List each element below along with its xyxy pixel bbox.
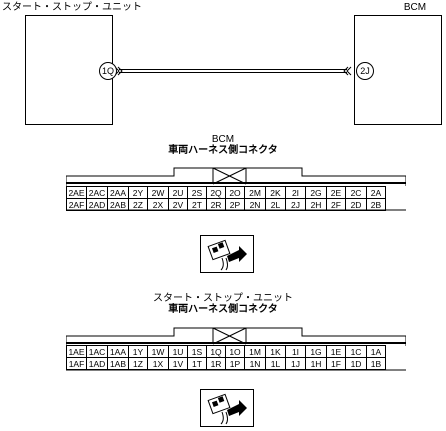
pin: 1Q [206,345,226,358]
pin: 2F [326,198,346,211]
pin: 1S [187,345,207,358]
pin: 1B [366,357,386,370]
pin: 1Z [128,357,148,370]
pin: 1M [244,345,266,358]
pin: 2AD [86,198,108,211]
pin: 1I [285,345,306,358]
pin: 2S [187,186,207,199]
pin: 2AF [66,198,87,211]
pin: 2E [326,186,346,199]
pin: 2G [305,186,327,199]
pin: 1AD [86,357,108,370]
pin: 1X [147,357,169,370]
ssu-connector-row-1: 1AE 1AC 1AA 1Y 1W 1U 1S 1Q 1O 1M 1K 1I 1… [66,345,386,358]
pin: 2X [147,198,169,211]
bcm-connector-grid: 2AE 2AC 2AA 2Y 2W 2U 2S 2Q 2O 2M 2K 2I 2… [66,186,386,211]
pin: 1W [147,345,169,358]
pin: 2C [345,186,367,199]
right-unit-label: BCM [403,2,427,13]
pin: 1K [265,345,286,358]
pin: 1E [326,345,346,358]
connector-probe-icon [200,389,254,427]
ssu-connector-title: スタート・ストップ・ユニット 車両ハーネス側コネクタ [0,293,446,315]
bcm-connector-title-line2: 車両ハーネス側コネクタ [168,145,278,156]
pin: 2P [225,198,245,211]
pin: 2M [244,186,266,199]
pin: 1AC [86,345,108,358]
pin: 2T [187,198,207,211]
pin: 2AE [66,186,87,199]
connector-probe-icon [200,235,254,273]
pin: 2AA [107,186,129,199]
pin: 2AC [86,186,108,199]
bcm-connector-title-line1: BCM [211,134,235,145]
terminal-1q: 1Q [99,62,117,80]
pin: 1AA [107,345,129,358]
pin: 1U [168,345,188,358]
ssu-connector-housing [66,327,406,371]
pin: 2A [366,186,386,199]
pin: 2Z [128,198,148,211]
bcm-connector-row-1: 2AE 2AC 2AA 2Y 2W 2U 2S 2Q 2O 2M 2K 2I 2… [66,186,386,199]
ssu-connector-title-line2: 車両ハーネス側コネクタ [168,304,278,315]
start-stop-unit-box [25,15,113,125]
harness-wire [114,66,352,76]
ssu-connector-row-2: 1AF 1AD 1AB 1Z 1X 1V 1T 1R 1P 1N 1L 1J 1… [66,357,386,370]
pin: 1AF [66,357,87,370]
pin: 2W [147,186,169,199]
bcm-connector-row-2: 2AF 2AD 2AB 2Z 2X 2V 2T 2R 2P 2N 2L 2J 2… [66,198,386,211]
pin: 2U [168,186,188,199]
pin: 1N [244,357,266,370]
bcm-connector-title: BCM 車両ハーネス側コネクタ [0,134,446,156]
pin: 1F [326,357,346,370]
pin: 1H [305,357,327,370]
pin: 1V [168,357,188,370]
pin: 1P [225,357,245,370]
pin: 1C [345,345,367,358]
pin: 2J [285,198,306,211]
pin: 1AE [66,345,87,358]
ssu-connector-grid: 1AE 1AC 1AA 1Y 1W 1U 1S 1Q 1O 1M 1K 1I 1… [66,345,386,370]
terminal-2j: 2J [356,62,374,80]
pin: 2V [168,198,188,211]
pin: 1G [305,345,327,358]
pin: 2AB [107,198,129,211]
pin: 2H [305,198,327,211]
pin: 2R [206,198,226,211]
pin: 1O [225,345,245,358]
pin: 1A [366,345,386,358]
pin: 2I [285,186,306,199]
pin: 2Q [206,186,226,199]
pin: 2D [345,198,367,211]
pin: 1D [345,357,367,370]
pin: 2N [244,198,266,211]
pin: 2Y [128,186,148,199]
pin: 1Y [128,345,148,358]
pin: 2L [265,198,286,211]
left-unit-label: スタート・ストップ・ユニット [2,2,142,13]
pin: 2B [366,198,386,211]
pin: 1R [206,357,226,370]
pin: 2K [265,186,286,199]
pin: 1AB [107,357,129,370]
pin: 1T [187,357,207,370]
pin: 2O [225,186,245,199]
pin: 1J [285,357,306,370]
ssu-connector-title-line1: スタート・ストップ・ユニット [153,293,293,304]
pin: 1L [265,357,286,370]
